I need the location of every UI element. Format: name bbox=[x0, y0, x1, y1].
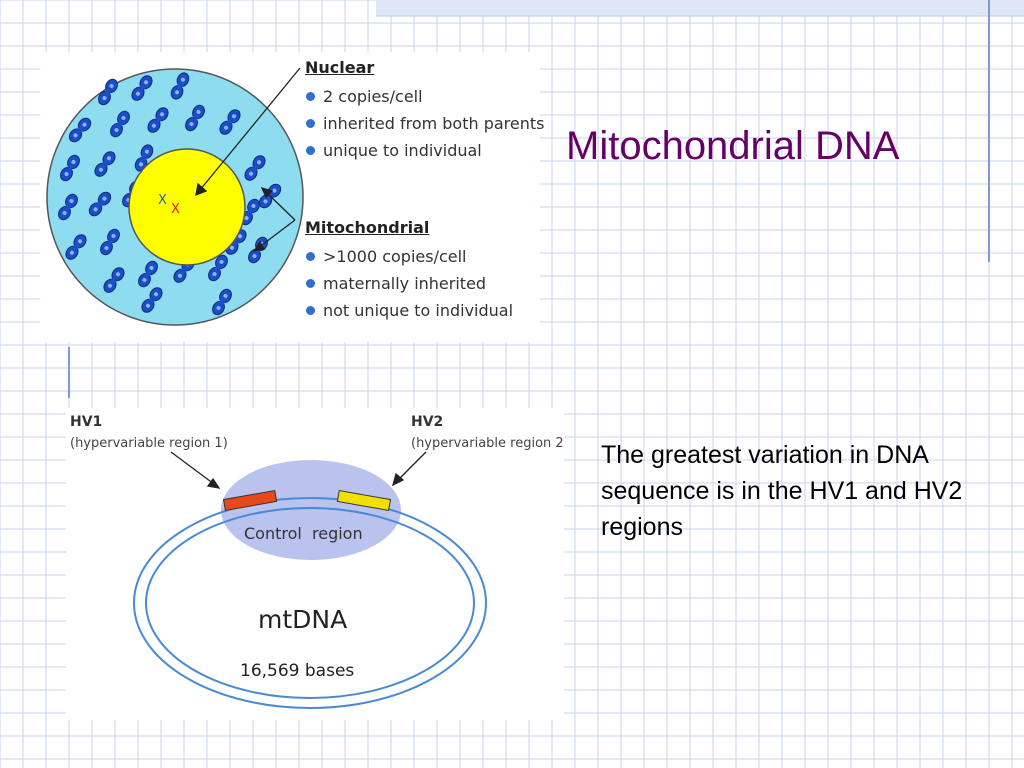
hv2-label: HV2 bbox=[411, 414, 443, 430]
arrow-mito-1-head bbox=[260, 186, 274, 199]
slide-title: Mitochondrial DNA bbox=[566, 124, 900, 168]
mitochondrion-icon bbox=[60, 154, 80, 182]
mitochondrion-icon bbox=[131, 75, 153, 101]
mtdna-illustration: Control region HV1 (hypervariable region… bbox=[70, 414, 564, 709]
arrow-hv2 bbox=[397, 451, 427, 481]
mtdna-diagram: Control region HV1 (hypervariable region… bbox=[66, 408, 564, 720]
mtdna-bases-label: 16,569 bases bbox=[240, 661, 354, 681]
mitochondrial-item: maternally inherited bbox=[305, 270, 545, 297]
nuclear-legend: Nuclear 2 copies/cell inherited from bot… bbox=[305, 58, 545, 164]
control-region-label: Control region bbox=[244, 524, 363, 543]
arrow-mito-2 bbox=[257, 219, 296, 249]
cell-illustration: X X bbox=[46, 67, 304, 326]
nucleus bbox=[128, 148, 246, 266]
mitochondrion-icon bbox=[170, 72, 190, 100]
mitochondrion-icon bbox=[88, 191, 112, 217]
mtdna-ring-outer bbox=[133, 497, 487, 709]
arrow-nuclear bbox=[199, 67, 301, 191]
mitochondrion-icon bbox=[94, 151, 116, 177]
control-region-halo bbox=[221, 460, 401, 560]
mitochondrion-icon bbox=[68, 117, 92, 143]
mitochondrion-icon bbox=[219, 109, 241, 135]
nuclear-heading: Nuclear bbox=[305, 58, 375, 77]
hv2-sublabel: (hypervariable region 2) bbox=[411, 436, 564, 451]
mitochondrion-icon bbox=[103, 267, 125, 293]
hv1-segment bbox=[222, 489, 278, 512]
mitochondrion-icon bbox=[208, 254, 228, 282]
mitochondrion-icon bbox=[134, 144, 154, 172]
cell-diagram: X X Nuclear 2 copies/cell inherited from… bbox=[40, 52, 545, 342]
mitochondrial-item: not unique to individual bbox=[305, 297, 545, 324]
arrow-hv2-head bbox=[391, 472, 405, 487]
arrow-hv1-head bbox=[206, 477, 221, 489]
mitochondrial-item: >1000 copies/cell bbox=[305, 243, 545, 270]
arrow-hv1 bbox=[170, 451, 215, 485]
mitochondrial-legend: Mitochondrial >1000 copies/cell maternal… bbox=[305, 218, 545, 324]
mitochondrion-icon bbox=[244, 155, 266, 181]
chromosome-label-x2: X bbox=[171, 202, 180, 217]
hv1-sublabel: (hypervariable region 1) bbox=[70, 436, 228, 451]
nuclear-item: inherited from both parents bbox=[305, 110, 545, 137]
hv1-label: HV1 bbox=[70, 414, 102, 430]
mitochondrion-icon bbox=[185, 104, 205, 132]
chromosome-label-x1: X bbox=[158, 193, 167, 208]
mitochondrion-icon bbox=[65, 234, 87, 260]
nuclear-item: unique to individual bbox=[305, 137, 545, 164]
mitochondrion-icon bbox=[110, 110, 130, 138]
mitochondrion-icon bbox=[147, 107, 169, 133]
arrow-mito-1 bbox=[265, 191, 296, 221]
mitochondrion-icon bbox=[58, 193, 78, 221]
nuclear-item: 2 copies/cell bbox=[305, 83, 545, 110]
mitochondria-group bbox=[58, 72, 282, 316]
mitochondrion-icon bbox=[98, 78, 118, 106]
hv2-segment bbox=[336, 489, 392, 512]
mitochondrion-icon bbox=[212, 288, 232, 316]
slide-body-text: The greatest variation in DNA sequence i… bbox=[601, 441, 963, 541]
mtdna-center-label: mtDNA bbox=[258, 605, 347, 634]
mtdna-ring-inner bbox=[145, 507, 475, 699]
mitochondrion-icon bbox=[138, 260, 158, 288]
arrow-nuclear-head bbox=[195, 182, 208, 197]
arrow-mito-2-head bbox=[252, 240, 266, 252]
mitochondrion-icon bbox=[100, 228, 120, 256]
top-strip bbox=[376, 0, 1024, 16]
mitochondrion-icon bbox=[141, 287, 163, 313]
mitochondrial-heading: Mitochondrial bbox=[305, 218, 430, 237]
